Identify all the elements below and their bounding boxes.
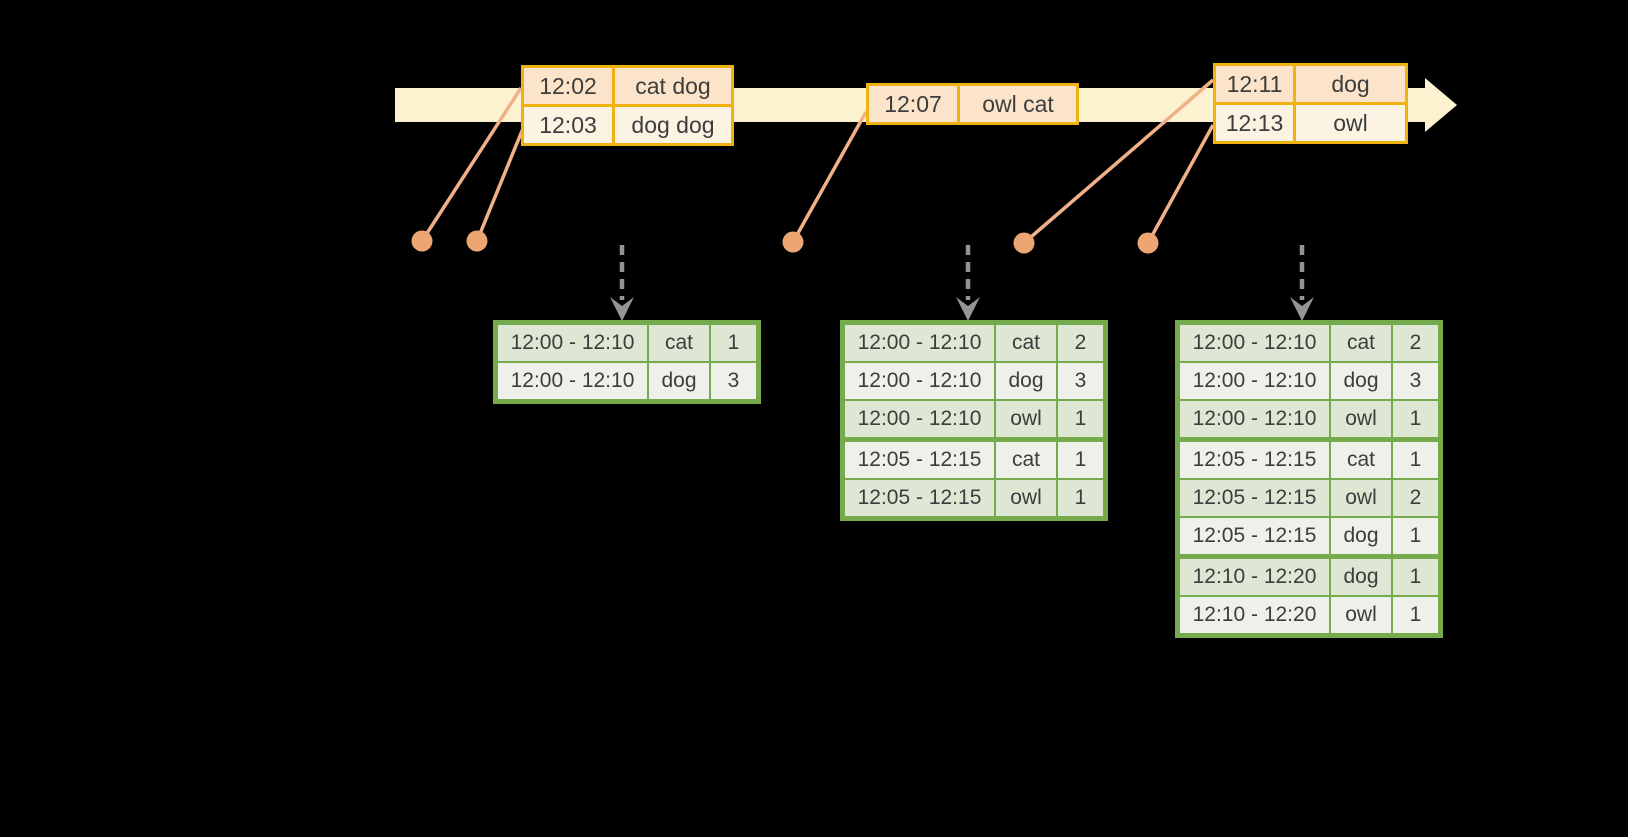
event-time-dot [466, 230, 488, 252]
word-cell: cat [647, 321, 711, 363]
window-cell: 12:05 - 12:15 [1176, 437, 1331, 480]
window-cell: 12:05 - 12:15 [841, 478, 996, 520]
word-cell: cat [1329, 321, 1393, 363]
event-connector-line [420, 87, 523, 242]
window-cell: 12:05 - 12:15 [1176, 516, 1331, 558]
event-time-dot [411, 230, 433, 252]
count-cell: 1 [1391, 554, 1442, 597]
count-cell: 1 [709, 321, 760, 363]
window-cell: 12:00 - 12:10 [494, 321, 649, 363]
event-words-cell: dog [1293, 63, 1408, 105]
event-connector-line [1146, 124, 1215, 244]
event-words-cell: cat dog [612, 65, 734, 107]
word-cell: cat [994, 321, 1058, 363]
window-cell: 12:00 - 12:10 [1176, 321, 1331, 363]
count-cell: 2 [1056, 321, 1107, 363]
arrow-down-icon [1290, 297, 1314, 321]
window-cell: 12:00 - 12:10 [841, 399, 996, 441]
word-cell: dog [1329, 361, 1393, 401]
arrow-down-icon [956, 297, 980, 321]
word-cell: owl [994, 399, 1058, 441]
event-time-cell: 12:13 [1213, 102, 1296, 144]
window-cell: 12:00 - 12:10 [1176, 399, 1331, 441]
word-cell: owl [1329, 399, 1393, 441]
count-cell: 1 [1056, 437, 1107, 480]
word-cell: dog [647, 361, 711, 403]
word-cell: cat [994, 437, 1058, 480]
word-cell: cat [1329, 437, 1393, 480]
timeline-arrowhead-icon [1425, 78, 1457, 132]
count-cell: 1 [1056, 399, 1107, 441]
window-cell: 12:00 - 12:10 [841, 361, 996, 401]
window-cell: 12:10 - 12:20 [1176, 595, 1331, 637]
event-time-dot [782, 231, 804, 253]
window-cell: 12:05 - 12:15 [1176, 478, 1331, 518]
word-cell: dog [994, 361, 1058, 401]
event-time-cell: 12:11 [1213, 63, 1296, 105]
arrow-down-icon [610, 297, 634, 321]
count-cell: 1 [1391, 437, 1442, 480]
word-cell: dog [1329, 516, 1393, 558]
window-cell: 12:00 - 12:10 [1176, 361, 1331, 401]
window-cell: 12:10 - 12:20 [1176, 554, 1331, 597]
count-cell: 1 [1391, 595, 1442, 637]
count-cell: 3 [1391, 361, 1442, 401]
word-cell: owl [1329, 478, 1393, 518]
count-cell: 3 [1056, 361, 1107, 401]
count-cell: 3 [709, 361, 760, 403]
word-cell: owl [1329, 595, 1393, 637]
count-cell: 2 [1391, 321, 1442, 363]
window-cell: 12:05 - 12:15 [841, 437, 996, 480]
event-time-cell: 12:03 [521, 104, 615, 146]
event-time-cell: 12:02 [521, 65, 615, 107]
window-cell: 12:00 - 12:10 [494, 361, 649, 403]
window-cell: 12:00 - 12:10 [841, 321, 996, 363]
event-connector-line [475, 125, 526, 242]
count-cell: 2 [1391, 478, 1442, 518]
word-cell: dog [1329, 554, 1393, 597]
event-time-dot [1137, 232, 1159, 254]
event-words-cell: owl [1293, 102, 1408, 144]
event-words-cell: owl cat [957, 83, 1079, 125]
event-connector-line [1022, 78, 1215, 245]
word-cell: owl [994, 478, 1058, 520]
count-cell: 1 [1391, 516, 1442, 558]
count-cell: 1 [1056, 478, 1107, 520]
event-connector-line [791, 111, 868, 243]
event-time-dot [1013, 232, 1035, 254]
count-cell: 1 [1391, 399, 1442, 441]
event-time-cell: 12:07 [866, 83, 960, 125]
event-words-cell: dog dog [612, 104, 734, 146]
